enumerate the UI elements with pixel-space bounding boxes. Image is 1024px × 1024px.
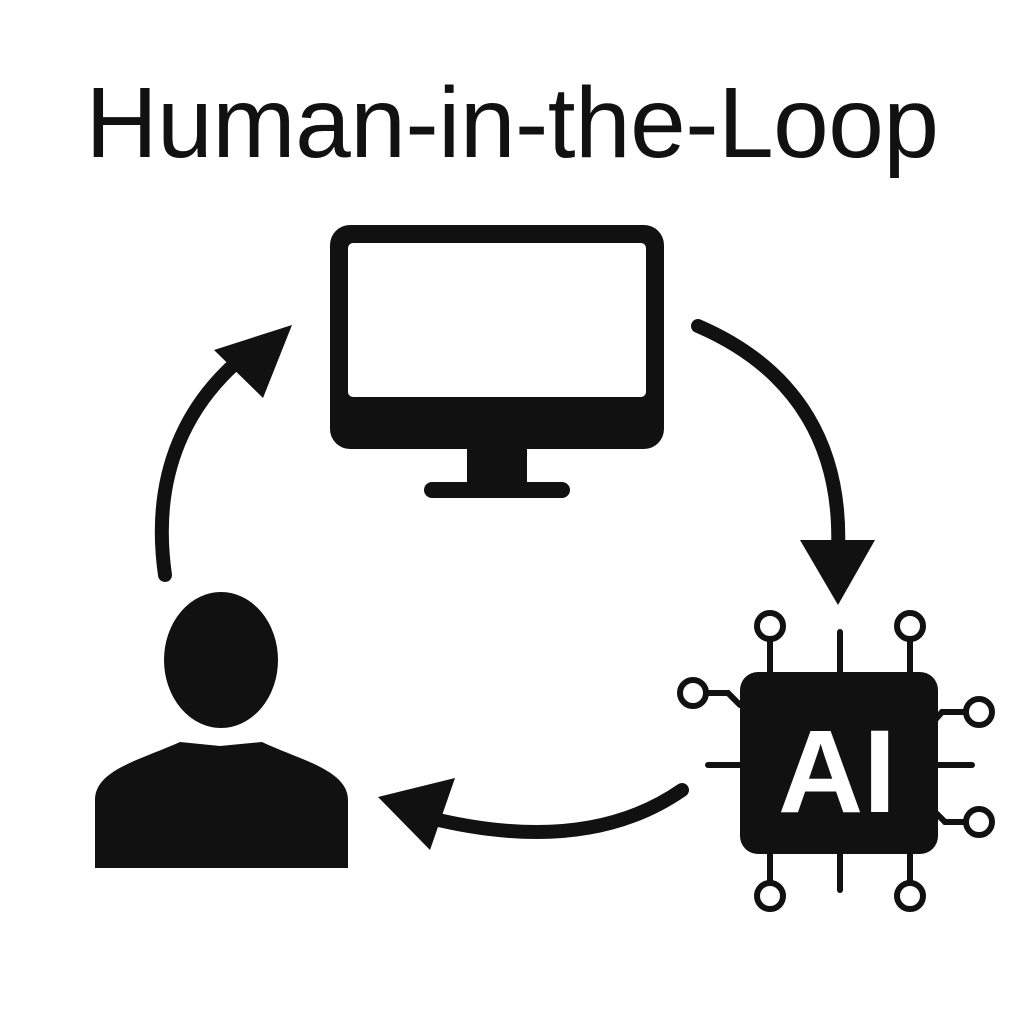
arrow-human-to-computer xyxy=(154,325,292,582)
ai-chip-label: AI xyxy=(778,706,896,838)
diagram-title: Human-in-the-Loop xyxy=(85,67,939,179)
person-icon xyxy=(95,578,348,868)
arrow-computer-to-ai xyxy=(691,319,875,605)
ai-chip-icon: AI xyxy=(677,610,995,912)
arrow-ai-to-human xyxy=(378,778,689,850)
monitor-icon xyxy=(330,225,664,498)
